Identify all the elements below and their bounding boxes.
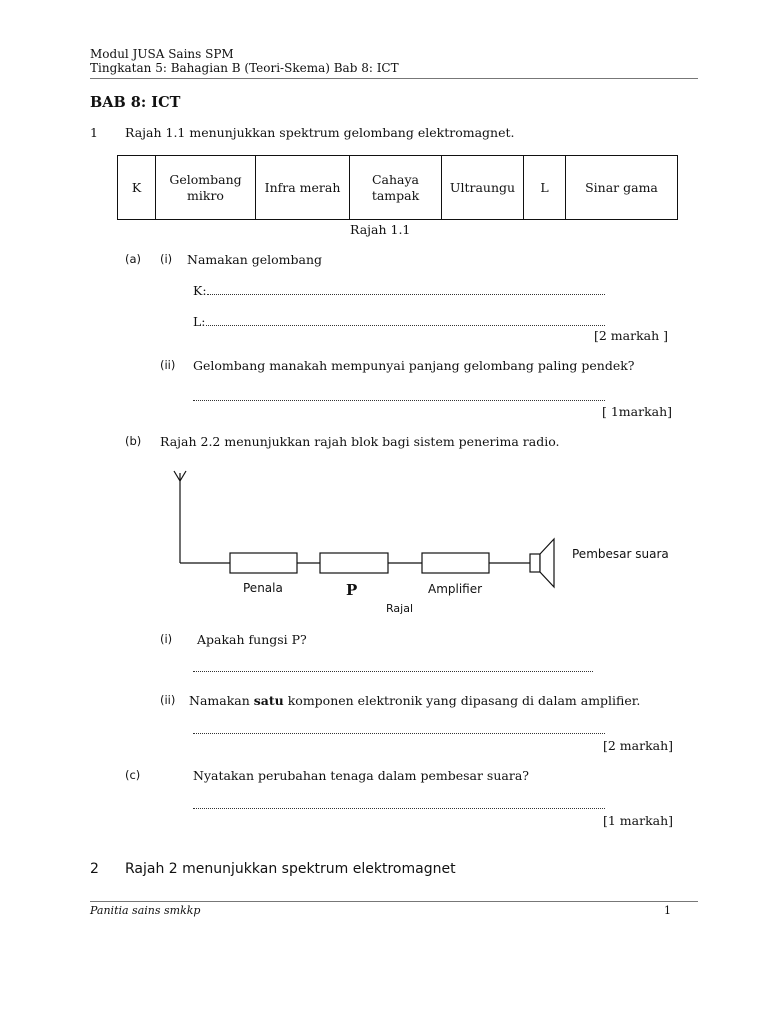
part-b-ii-text-after: komponen elektronik yang dipasang di dal… [283,693,641,708]
part-a-i-label: (i) [160,252,173,266]
answer-k-line[interactable] [207,294,605,295]
spectrum-cell-ultraviolet: Ultraungu [441,155,524,220]
header-line-1: Modul JUSA Sains SPM [90,47,234,61]
part-b-ii-question: Namakan satu komponen elektronik yang di… [189,693,640,708]
label-speaker: Pembesar suara [572,547,669,561]
chapter-title: BAB 8: ICT [90,94,181,111]
part-a-ii-marks: [ 1markah] [602,404,673,419]
spectrum-cell-gamma: Sinar gama [565,155,678,220]
diagram-caption: Rajal [386,602,413,615]
part-b-ii-text-before: Namakan [189,693,254,708]
part-c-question: Nyatakan perubahan tenaga dalam pembesar… [193,768,529,783]
answer-l-label: L: [193,314,206,329]
question-1-number: 1 [90,125,98,140]
antenna-icon [173,470,187,563]
part-b-intro: Rajah 2.2 menunjukkan rajah blok bagi si… [160,434,560,449]
header-rule [90,78,698,79]
question-2-text: Rajah 2 menunjukkan spektrum elektromagn… [125,861,456,877]
part-b-marks: [2 markah] [603,738,674,753]
figure-1-1-caption: Rajah 1.1 [350,222,411,237]
answer-b-i-line[interactable] [193,671,593,672]
answer-l-line[interactable] [206,325,605,326]
spectrum-cell-microwave: Gelombang mikro [155,155,256,220]
radio-block-diagram [173,470,555,589]
spectrum-cell-visible-light: Cahaya tampak [349,155,442,220]
label-p: P [346,581,358,599]
answer-k-label: K: [193,283,207,298]
speaker-icon [529,537,555,589]
spectrum-row: K Gelombang mikro Infra merah Cahaya tam… [117,155,678,220]
label-amplifier: Amplifier [428,582,483,596]
header-line-2: Tingkatan 5: Bahagian B (Teori-Skema) Ba… [90,61,399,75]
part-a-label: (a) [125,252,142,266]
part-b-label: (b) [125,434,142,448]
part-b-ii-text-bold: satu [253,693,284,708]
part-b-ii-label: (ii) [160,693,176,707]
answer-c-line[interactable] [193,808,605,809]
part-a-ii-question: Gelombang manakah mempunyai panjang gelo… [193,358,635,373]
footer-left: Panitia sains smkkp [90,904,201,917]
block-p [319,552,389,574]
question-2-number: 2 [90,861,99,877]
part-c-marks: [1 markah] [603,813,674,828]
spectrum-cell-l: L [523,155,566,220]
label-penala: Penala [243,581,283,595]
spectrum-table: K Gelombang mikro Infra merah Cahaya tam… [117,155,678,220]
part-c-label: (c) [125,768,141,782]
question-1-intro: Rajah 1.1 menunjukkan spektrum gelombang… [125,125,515,140]
page-number: 1 [664,904,671,917]
spectrum-cell-infrared: Infra merah [255,155,350,220]
part-b-i-question: Apakah fungsi P? [197,632,307,647]
part-b-i-label: (i) [160,632,173,646]
spectrum-cell-k: K [117,155,156,220]
part-a-ii-label: (ii) [160,358,176,372]
block-amplifier [421,552,490,574]
answer-a-ii-line[interactable] [193,400,605,401]
footer-rule [90,901,698,902]
answer-b-ii-line[interactable] [193,733,605,734]
part-a-i-marks: [2 markah ] [594,328,669,343]
block-penala [229,552,298,574]
part-a-i-question: Namakan gelombang [187,252,323,267]
